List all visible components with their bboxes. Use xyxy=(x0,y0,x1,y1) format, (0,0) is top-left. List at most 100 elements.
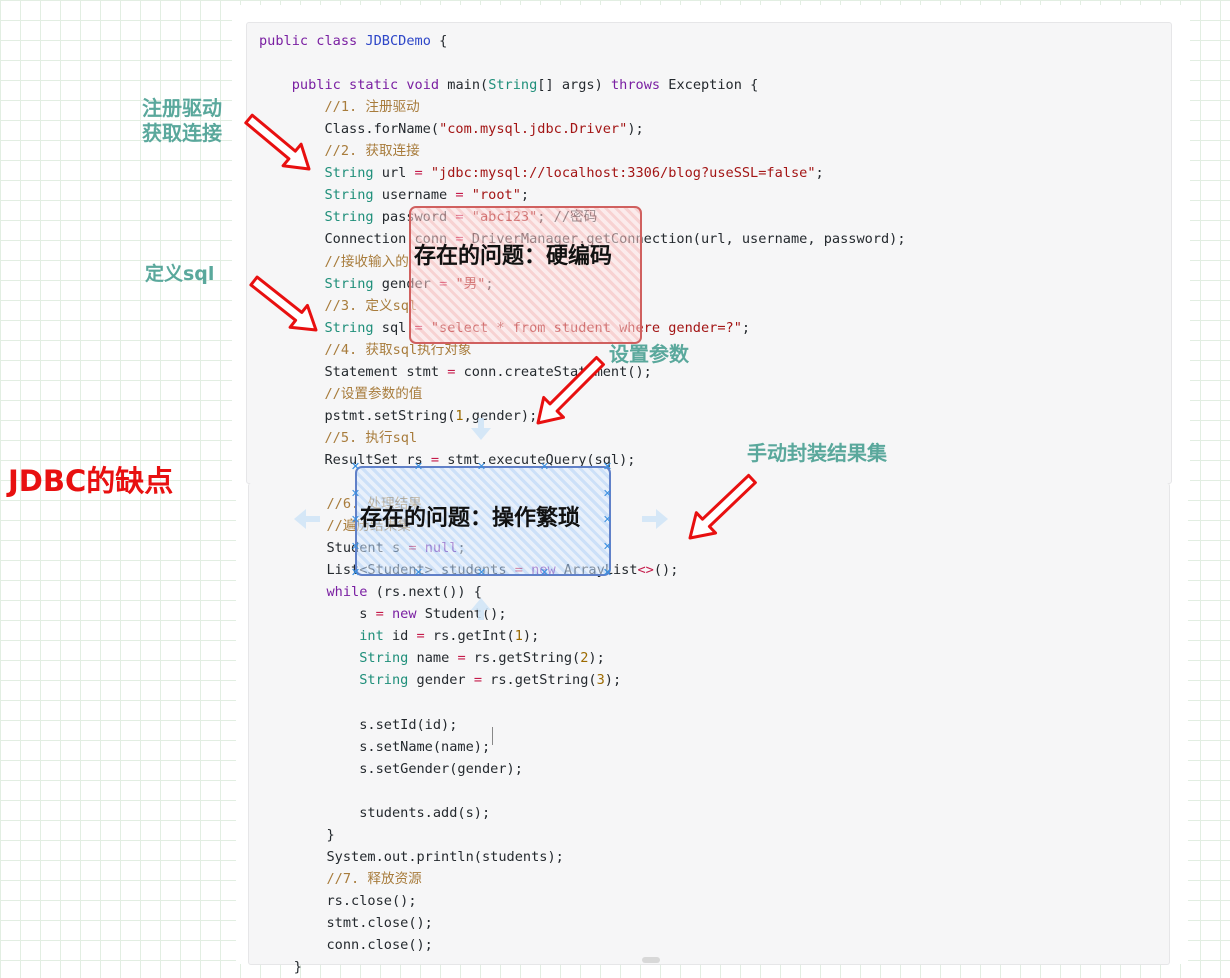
code-line: } xyxy=(261,956,302,978)
problem-box-hardcode[interactable] xyxy=(409,206,642,344)
code-token: = xyxy=(447,363,456,380)
code-line: int id = rs.getInt(1); xyxy=(261,625,539,647)
resize-handle-icon[interactable]: ✕ xyxy=(413,460,424,473)
code-token: s.setName(name); xyxy=(261,738,491,755)
code-token: (); xyxy=(653,562,679,579)
code-line: stmt.close(); xyxy=(261,912,433,934)
code-token: rs.close(); xyxy=(261,892,417,909)
code-token: Student(); xyxy=(416,606,507,623)
resize-handle-icon[interactable]: ✕ xyxy=(602,540,613,553)
code-line: //4. 获取sql执行对象 xyxy=(259,339,472,361)
code-token: public static xyxy=(259,77,407,94)
code-line: s.setGender(gender); xyxy=(261,758,523,780)
code-token: sql xyxy=(373,319,415,336)
code-token: rs.getInt( xyxy=(424,628,515,645)
code-line: rs.close(); xyxy=(261,890,417,912)
code-token: rs.getString( xyxy=(465,650,581,667)
resize-handle-icon[interactable]: ✕ xyxy=(602,566,613,579)
problem-box-tedious[interactable] xyxy=(355,466,611,576)
register-connect-label: 注册驱动 获取连接 xyxy=(142,96,222,145)
code-line: //3. 定义sql xyxy=(259,295,417,317)
code-token: id xyxy=(383,628,417,645)
code-token: //7. 释放资源 xyxy=(261,870,422,887)
set-param-label: 设置参数 xyxy=(609,342,689,366)
code-line: //5. 执行sql xyxy=(259,427,417,449)
code-line: //2. 获取连接 xyxy=(259,140,420,162)
code-token: = xyxy=(473,672,482,689)
code-token: "root" xyxy=(471,187,521,204)
code-line: public static void main(String[] args) t… xyxy=(259,74,759,96)
resize-handle-icon[interactable]: ✕ xyxy=(350,487,361,500)
resize-handle-icon[interactable]: ✕ xyxy=(350,566,361,579)
code-line: conn.close(); xyxy=(261,934,432,956)
code-token: s.setId(id); xyxy=(261,716,458,733)
code-token: //4. 获取sql执行对象 xyxy=(259,341,472,358)
resize-handle-icon[interactable]: ✕ xyxy=(350,540,361,553)
code-token: System.out.println(students); xyxy=(261,848,564,865)
resize-handle-icon[interactable]: ✕ xyxy=(539,460,550,473)
code-token: = xyxy=(455,187,464,204)
code-token: ); xyxy=(522,628,540,645)
resize-handle-icon[interactable]: ✕ xyxy=(476,460,487,473)
code-token: students.add(s); xyxy=(261,804,491,821)
code-token: ; xyxy=(520,187,530,204)
code-token xyxy=(423,165,431,181)
code-token: String xyxy=(259,165,374,182)
resize-handle-icon[interactable]: ✕ xyxy=(602,460,613,473)
code-line: s.setId(id); xyxy=(261,714,457,736)
code-token: stmt.executeQuery(sql); xyxy=(439,451,636,468)
resize-handle-icon[interactable]: ✕ xyxy=(350,460,361,473)
code-token: ResultSet rs xyxy=(259,451,431,468)
code-token: while xyxy=(261,584,368,601)
code-token: = xyxy=(430,451,440,468)
resize-handle-icon[interactable]: ✕ xyxy=(602,460,613,473)
resize-handle-icon[interactable]: ✕ xyxy=(602,487,613,500)
resize-handle-icon[interactable]: ✕ xyxy=(476,566,487,579)
problem-hardcode-text: 存在的问题：硬编码 xyxy=(414,244,613,269)
code-line: String gender = rs.getString(3); xyxy=(261,669,621,691)
resize-handle-icon[interactable]: ✕ xyxy=(350,513,361,526)
code-token: ); xyxy=(588,650,605,667)
code-line: System.out.println(students); xyxy=(261,846,564,868)
code-token: 3 xyxy=(596,672,605,689)
problem-tedious-text: 存在的问题：操作繁琐 xyxy=(360,506,581,531)
code-token: s.setGender(gender); xyxy=(261,760,523,777)
code-token: = xyxy=(375,606,384,623)
code-token: 1 xyxy=(514,628,523,645)
code-line: String name = rs.getString(2); xyxy=(261,647,605,669)
code-token: pstmt.setString( xyxy=(259,407,456,424)
code-token: } xyxy=(261,826,335,843)
code-line: //设置参数的值 xyxy=(259,383,422,405)
code-token: stmt.close(); xyxy=(261,915,433,931)
code-block-top xyxy=(246,22,1172,484)
code-token: 2 xyxy=(580,650,589,667)
resize-handle-icon[interactable]: ✕ xyxy=(350,460,361,473)
code-token: ); xyxy=(627,121,644,138)
code-token: //1. 注册驱动 xyxy=(259,99,420,116)
resize-handle-icon[interactable]: ✕ xyxy=(602,513,613,526)
page-title: JDBC的缺点 xyxy=(8,464,174,498)
resize-handle-icon[interactable]: ✕ xyxy=(539,566,550,579)
code-token: //2. 获取连接 xyxy=(259,143,420,160)
code-token: //接收输入的 xyxy=(259,253,409,270)
code-line: Statement stmt = conn.createStatement(); xyxy=(259,361,651,383)
code-line: //接收输入的 xyxy=(259,251,409,273)
code-line: pstmt.setString(1,gender); xyxy=(259,405,537,427)
code-token xyxy=(464,187,472,203)
code-line: s = new Student(); xyxy=(261,603,507,625)
code-token: String xyxy=(261,672,409,689)
code-token: Statement stmt xyxy=(259,363,448,380)
code-token: String xyxy=(261,650,409,667)
code-line: s.setName(name); xyxy=(261,736,490,758)
resize-handle-icon[interactable]: ✕ xyxy=(602,566,613,579)
code-token: String xyxy=(488,77,538,94)
scroll-indicator[interactable] xyxy=(642,957,660,963)
code-token: String xyxy=(259,275,374,292)
text-caret xyxy=(492,727,493,745)
code-token: gender xyxy=(408,672,474,689)
code-line: //7. 释放资源 xyxy=(261,868,422,890)
code-line: String username = "root"; xyxy=(259,184,529,206)
code-token: Exception { xyxy=(660,77,759,94)
resize-handle-icon[interactable]: ✕ xyxy=(350,566,361,579)
resize-handle-icon[interactable]: ✕ xyxy=(413,566,424,579)
